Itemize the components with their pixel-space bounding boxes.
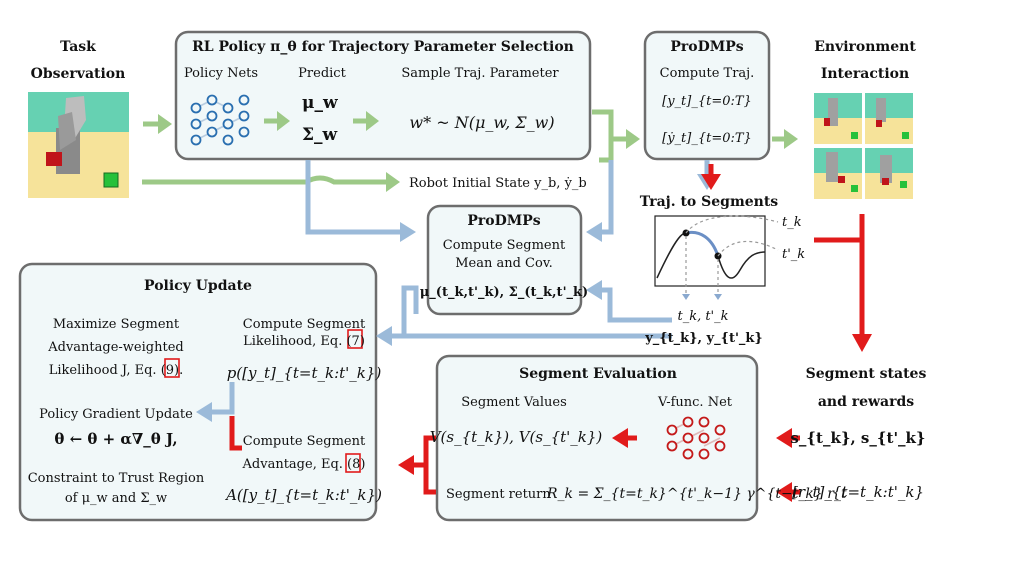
eq-ref-box-7 [347,329,363,349]
tk-prime-label: t'_k [782,247,805,262]
tk-label: t_k [782,215,802,230]
traj-to-segments-title: Traj. to Segments [640,194,779,210]
segment-values-label: Segment Values [461,395,567,410]
predict-label: Predict [298,66,346,81]
maximize-line2: Advantage-weighted [47,340,183,355]
vfunc-net-icon [666,416,726,460]
prodmps-segment-box [426,204,583,316]
compute-advantage-line2: Advantage, Eq. (8) [242,457,366,472]
rl-policy-title: RL Policy π_θ for Trajectory Parameter S… [192,39,574,55]
segment-states-label-1: Segment states [806,366,927,382]
policy-update-title: Policy Update [144,278,252,294]
prodmps-top-subtitle: Compute Traj. [660,66,755,81]
blue-arrows [196,160,717,422]
likelihood-eq: p([y_t]_{t=t_k:t'_k}) [227,364,382,382]
green-arrows [142,109,798,192]
segment-states-eq: s_{t_k}, s_{t'_k} [790,429,925,447]
segment-y-labels: y_{t_k}, y_{t'_k} [644,331,763,346]
sigma-w: Σ_w [302,125,338,145]
policy-nets-label: Policy Nets [184,66,258,81]
task-observation-image [28,92,129,198]
mu-w: μ_w [302,93,338,113]
prodmps-segment-line1: Compute Segment [443,238,566,253]
sample-label: Sample Traj. Parameter [401,66,559,81]
task-label-1: Task [60,39,96,55]
prodmps-top-eq2: [ẏ_t]_{t=0:T} [662,131,752,146]
compute-advantage-line1: Compute Segment [243,434,366,449]
prodmps-segment-eq: μ_(t_k,t'_k), Σ_(t_k,t'_k) [420,285,588,300]
robot-initial-state: Robot Initial State y_b, ẏ_b [409,176,587,191]
prodmps-top-box [643,30,771,161]
segment-evaluation-title: Segment Evaluation [519,366,677,382]
gradient-label: Policy Gradient Update [39,407,193,422]
prodmps-top-title: ProDMPs [670,39,743,55]
compute-likelihood-line2: Likelihood, Eq. (7) [243,334,365,349]
maximize-line1: Maximize Segment [53,317,180,332]
segment-time-labels: t_k, t'_k [677,309,728,324]
segment-return-eq: R_k = Σ_{t=t_k}^{t'_k−1} γ^{t−t_k} r_t [546,486,847,502]
advantage-eq: A([y_t]_{t=t_k:t'_k}) [224,486,382,504]
eq-ref-box-8 [345,453,361,473]
compute-likelihood-line1: Compute Segment [243,317,366,332]
policy-update-box [18,262,378,522]
gradient-eq: θ ← θ + α∇_θ J, [54,430,177,448]
maximize-line3: Likelihood J, Eq. (9). [49,363,184,378]
policy-nets-icon [190,94,250,146]
eq-ref-box-9 [164,358,180,378]
constraint-line1: Constraint to Trust Region [28,471,205,486]
sample-eq: w* ~ N(μ_w, Σ_w) [409,113,554,132]
vfunc-label: V-func. Net [657,395,733,410]
traj-segments-plot [654,215,779,300]
segment-rewards-eq: [r_t]_{t=t_k:t'_k} [792,483,924,501]
red-arrows [229,164,872,502]
prodmps-segment-line2: Mean and Cov. [455,256,553,271]
segment-states-label-2: and rewards [818,394,914,410]
segment-return-label: Segment return [446,487,551,502]
environment-label-2: Interaction [821,66,909,82]
environment-interaction-images [814,93,913,199]
constraint-line2: of μ_w and Σ_w [65,491,167,506]
task-label-2: Observation [31,66,126,82]
segment-evaluation-box [435,354,759,522]
segment-values-eq: V(s_{t_k}), V(s_{t'_k}) [430,428,603,446]
prodmps-segment-title: ProDMPs [467,213,540,229]
environment-label-1: Environment [814,39,916,55]
prodmps-top-eq1: [y_t]_{t=0:T} [662,94,752,109]
